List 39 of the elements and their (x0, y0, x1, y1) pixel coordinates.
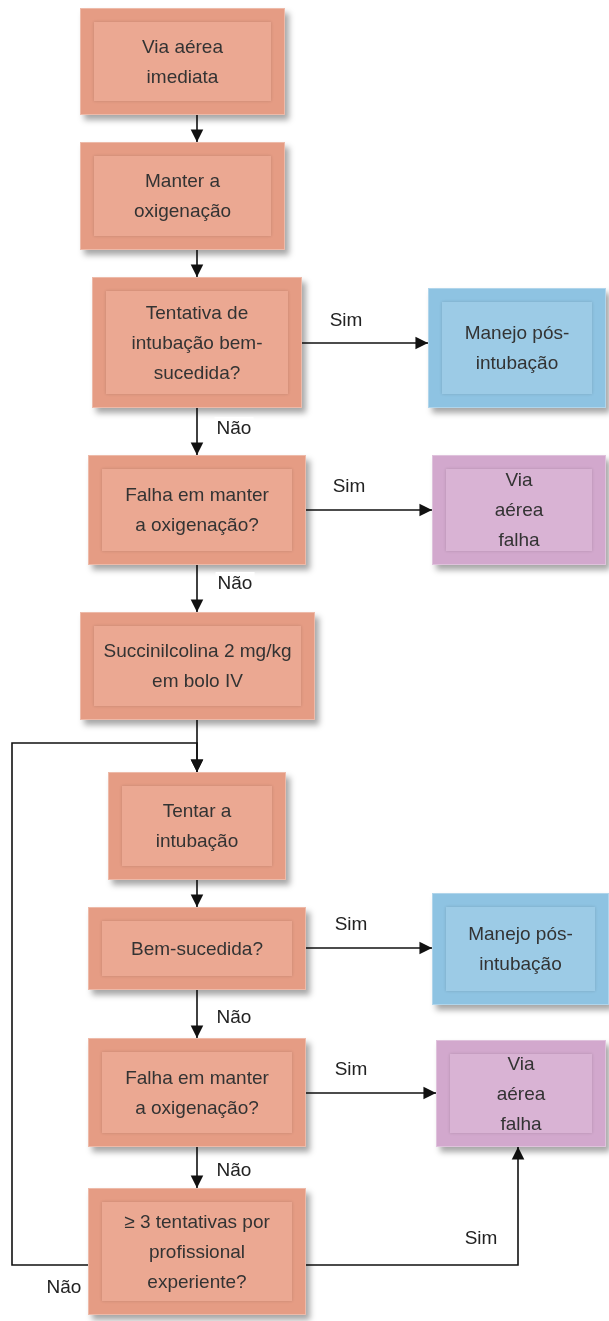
process-box (80, 142, 285, 250)
process-box (88, 1038, 306, 1147)
box-text: Manejo pós-intubação (467, 922, 574, 976)
box-text: ≥ 3 tentativas por profissional experiente? (123, 1209, 271, 1294)
box-text: Tentar a intubação (154, 799, 240, 853)
arrow (190, 879, 204, 908)
arrow (305, 1086, 437, 1100)
process-box (88, 455, 306, 565)
arrow (190, 989, 204, 1039)
arrow (305, 1146, 525, 1266)
process-box (432, 455, 606, 565)
process-box (432, 893, 609, 1005)
box-text: Bem-sucedida? (131, 936, 263, 961)
box-text: Succinilcolina 2 mg/kg em bolo IV (102, 639, 293, 693)
arrow (301, 336, 429, 350)
process-box (88, 1188, 306, 1315)
arrow (190, 564, 204, 613)
arrow (190, 249, 204, 278)
box-text: Falha em manter a oxigenação? (124, 1065, 270, 1120)
arrow (305, 941, 433, 955)
box-text: Tentativa de intubação bem-sucedida? (130, 300, 264, 385)
arrow (190, 114, 204, 143)
arrow (190, 407, 204, 456)
arrow (305, 503, 433, 517)
box-text: Falha em manter a oxigenação? (124, 483, 270, 537)
process-box (92, 277, 302, 408)
process-box (108, 772, 286, 880)
process-box (80, 8, 285, 115)
process-box (428, 288, 606, 408)
process-box (80, 612, 315, 720)
process-box (88, 907, 306, 990)
box-text: Via aérea falha (493, 468, 545, 552)
arrow (11, 742, 204, 1266)
arrow (190, 1146, 204, 1189)
process-box (436, 1040, 606, 1147)
box-text: Via aérea falha (495, 1051, 547, 1136)
box-text: Manter a oxigenação (132, 169, 233, 223)
box-text: Manejo pós-intubação (463, 321, 571, 375)
box-text: Via aérea imediata (141, 34, 224, 89)
